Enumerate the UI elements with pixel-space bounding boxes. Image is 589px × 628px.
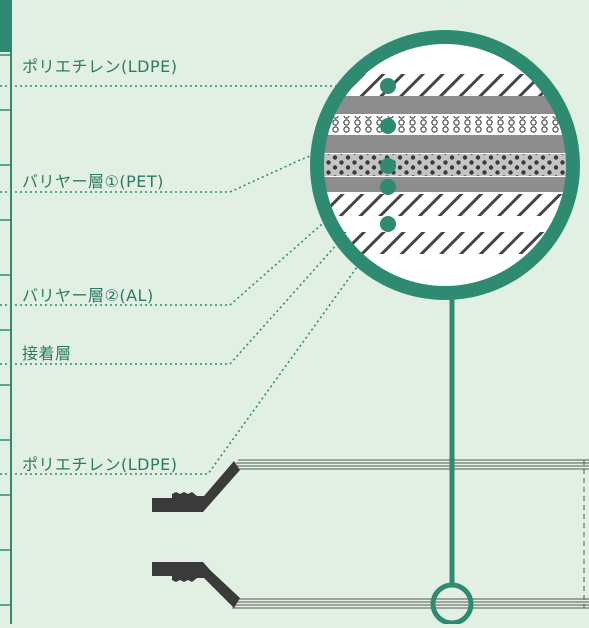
label-barrier-pet: バリヤー層①(PET) [22,172,164,191]
label-adhesive: 接着層 [22,344,72,363]
leader-barrier-pet [0,125,389,193]
layer-markers [380,78,396,232]
left-axis [0,0,12,624]
marker-pet [380,118,396,134]
layer-adhesive [317,177,573,192]
marker-ldpe-top [380,78,396,94]
magnifier-target-ring [430,582,474,626]
layer-ldpe-bottom-2 [317,232,573,254]
layer-al [317,154,573,176]
label-barrier-al: バリヤー層②(AL) [22,286,154,305]
leader-adhesive [0,186,389,365]
layer-pet [317,116,573,133]
layer-ldpe-bottom-1 [317,194,573,216]
marker-barrier-al [380,158,396,174]
label-ldpe-bottom: ポリエチレン(LDPE) [22,455,178,474]
layer-gray-2 [317,135,573,153]
marker-ldpe-bottom [380,216,396,232]
layer-gray-1 [317,96,573,114]
tube-nozzle [152,461,240,608]
label-ldpe-top: ポリエチレン(LDPE) [22,57,178,76]
marker-adhesive [380,179,396,195]
layer-ldpe-top [317,74,573,96]
magnifier-lens [310,30,580,300]
tube-body [232,459,589,609]
